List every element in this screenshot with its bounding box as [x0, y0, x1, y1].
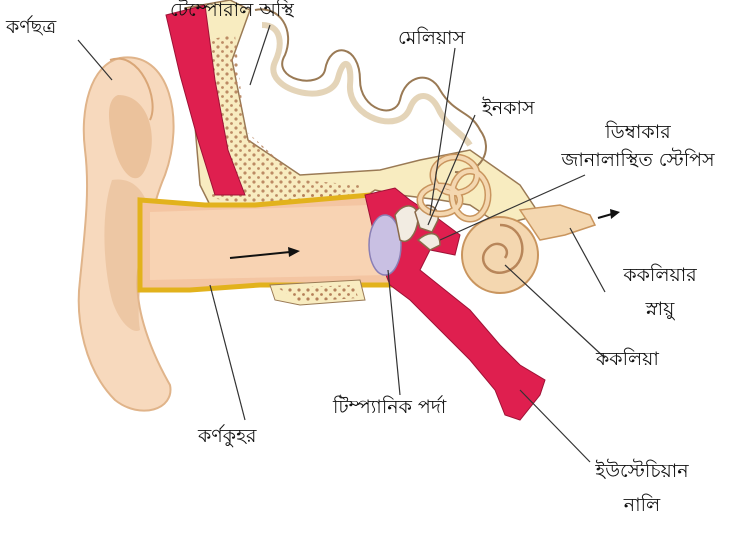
label-incus: ইনকাস — [482, 98, 535, 120]
label-temporal-bone: টেম্পোরাল অস্থি — [170, 0, 294, 22]
nerve-arrow — [598, 209, 620, 219]
label-stapes: ডিম্বাকার জানালাস্থিত স্টেপিস — [538, 122, 738, 172]
label-cochlear-nerve-line1: ককলিয়ার — [600, 265, 720, 287]
label-cochlear-nerve-line2: স্নায়ু — [600, 299, 720, 321]
label-tympanic-membrane: টিম্প্যানিক পর্দা — [333, 397, 446, 419]
label-eustachian-tube: ইউস্টেচিয়ান নালি — [572, 461, 712, 517]
label-eustachian-line1: ইউস্টেচিয়ান — [572, 461, 712, 483]
label-eustachian-line2: নালি — [572, 495, 712, 517]
ear-canal-shape — [140, 195, 395, 305]
label-ear-canal: কর্ণকুহর — [198, 426, 257, 448]
label-stapes-line2: জানালাস্থিত স্টেপিস — [538, 150, 738, 172]
label-malleus: মেলিয়াস — [398, 28, 465, 50]
label-cochlear-nerve: ককলিয়ার স্নায়ু — [600, 265, 720, 321]
label-stapes-line1: ডিম্বাকার — [538, 122, 738, 144]
label-cochlea: ককলিয়া — [596, 349, 659, 371]
label-pinna: কর্ণছত্র — [6, 17, 56, 39]
cochlea-shape — [462, 205, 595, 293]
